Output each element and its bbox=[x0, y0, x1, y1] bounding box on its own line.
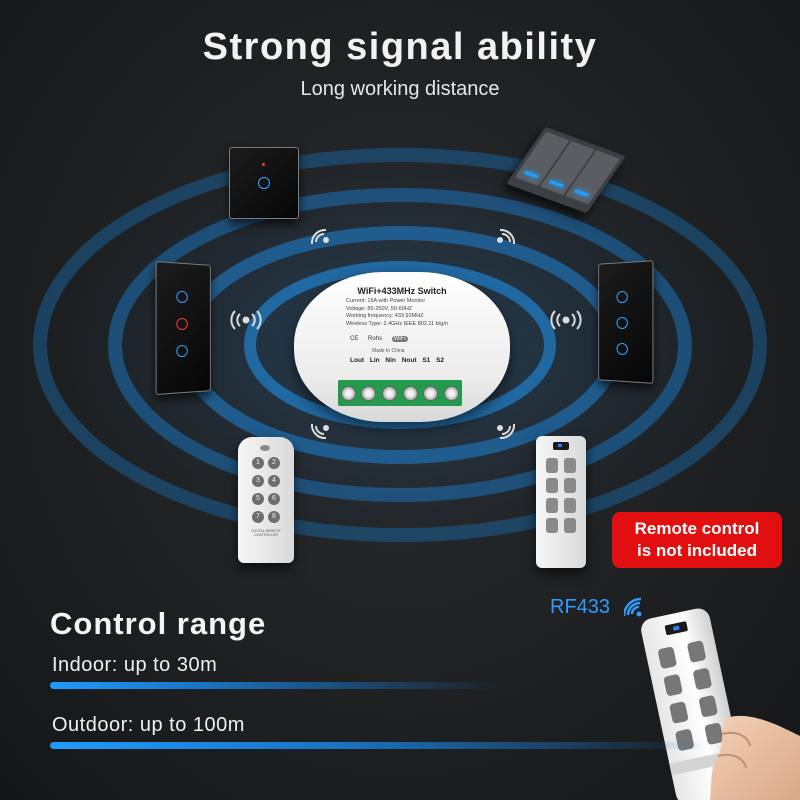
remote-button: 2 bbox=[268, 457, 280, 469]
screw-icon bbox=[402, 385, 418, 401]
page-subtitle: Long working distance bbox=[300, 78, 500, 100]
screw-icon bbox=[444, 385, 460, 401]
remote-button: 6 bbox=[268, 493, 280, 505]
remote-brand-text: DIGITAL REMOTE CONTROLLER bbox=[251, 529, 281, 537]
touch-button-icon bbox=[616, 342, 628, 356]
wifi-wave-icon bbox=[310, 423, 329, 440]
rf-signal-icon bbox=[624, 597, 642, 617]
touch-button-icon bbox=[258, 177, 270, 189]
touch-button-icon bbox=[176, 344, 188, 358]
touch-button-icon bbox=[616, 316, 628, 330]
wifi-wave-icon bbox=[497, 228, 516, 245]
remote-control-keyfob bbox=[536, 436, 586, 568]
notice-badge: Remote control is not included bbox=[612, 512, 782, 568]
screw-icon bbox=[423, 385, 439, 401]
touch-button-icon bbox=[616, 290, 628, 304]
device-name: WiFi+433MHz Switch bbox=[357, 286, 447, 296]
wifi-badge: WiFi bbox=[391, 336, 408, 342]
touch-switch-triple-right bbox=[598, 260, 654, 384]
wifi-wave-icon bbox=[497, 423, 516, 440]
wifi-rf-switch-module: WiFi+433MHz Switch Current: 16A with Pow… bbox=[294, 272, 510, 422]
indoor-range-label: Indoor: up to 30m bbox=[52, 654, 218, 676]
page-title: Strong signal ability bbox=[202, 26, 598, 68]
remote-button: 5 bbox=[252, 493, 264, 505]
control-range-title: Control range bbox=[50, 606, 267, 641]
terminal-block bbox=[338, 380, 462, 406]
outdoor-range-bar bbox=[50, 742, 710, 749]
terminal-labels: Lout Lin Nin Nout S1 S2 bbox=[350, 357, 445, 364]
indoor-range-bar bbox=[50, 682, 500, 689]
remote-control-8-button: 1 2 3 4 5 6 7 8 DIGITAL REMOTE CONTROLLE… bbox=[238, 437, 294, 563]
remote-button: 3 bbox=[252, 475, 264, 487]
remote-button: 7 bbox=[252, 511, 264, 523]
certification-marks: CE Rohs WiFi bbox=[350, 336, 408, 342]
remote-button: 4 bbox=[268, 475, 280, 487]
remote-button: 8 bbox=[268, 511, 280, 523]
device-specs: Current: 16A with Power Monitor Voltage:… bbox=[346, 298, 448, 327]
remote-button: 1 bbox=[252, 457, 264, 469]
made-in-label: Made In China bbox=[372, 348, 405, 354]
hand-holding-remote bbox=[641, 608, 800, 800]
touch-switch-single bbox=[229, 147, 299, 219]
wifi-wave-icon bbox=[550, 310, 582, 330]
touch-button-icon bbox=[176, 317, 188, 331]
screw-icon bbox=[361, 385, 377, 401]
rf-label: RF433 bbox=[550, 596, 611, 618]
screw-icon bbox=[382, 385, 398, 401]
outdoor-range-label: Outdoor: up to 100m bbox=[52, 714, 245, 736]
indicator-led bbox=[262, 163, 265, 166]
wifi-wave-icon bbox=[230, 310, 262, 330]
touch-switch-triple-left bbox=[155, 260, 211, 396]
touch-button-icon bbox=[176, 290, 188, 304]
screw-icon bbox=[340, 385, 356, 401]
wifi-wave-icon bbox=[310, 228, 329, 245]
